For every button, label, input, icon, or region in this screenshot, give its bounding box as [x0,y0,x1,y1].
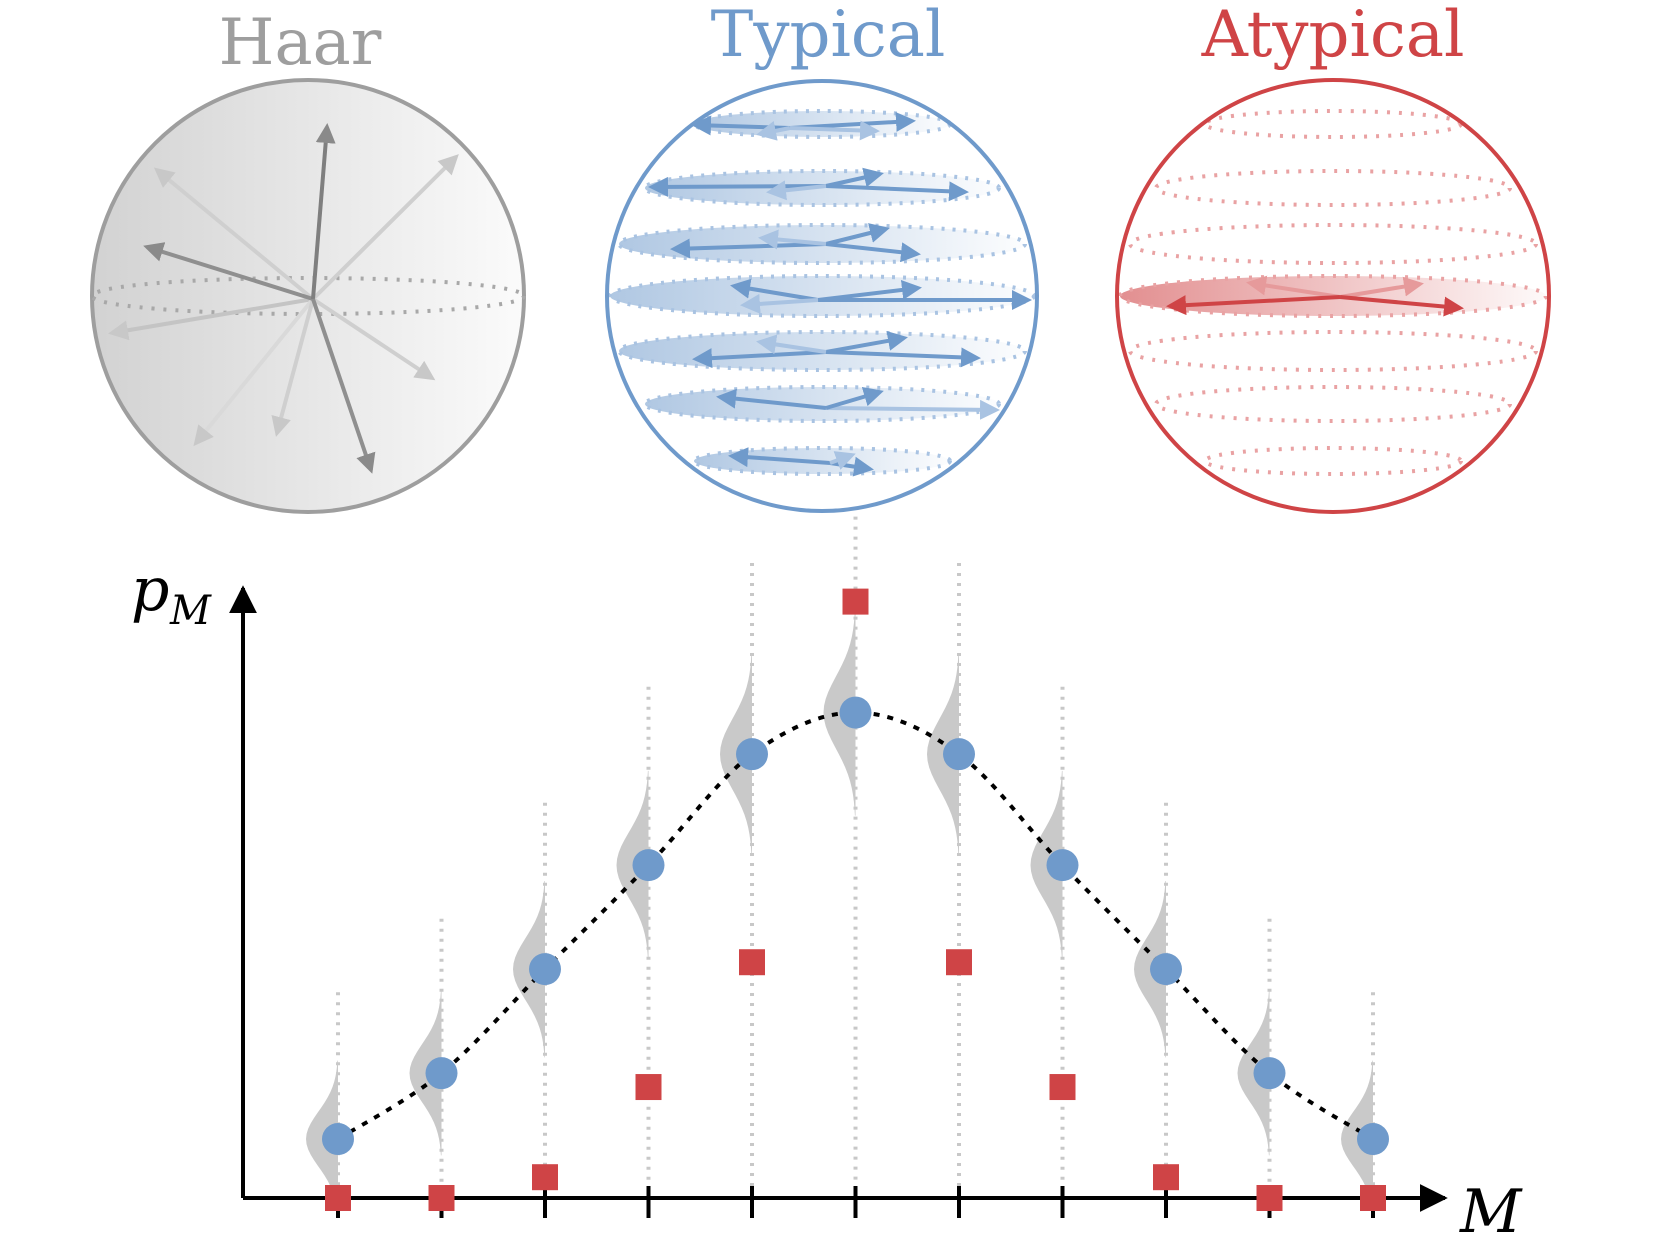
typical-point [632,849,665,882]
violins [306,609,1373,1218]
atypical-point [325,1185,351,1211]
typical-point [529,953,561,986]
typical-title: Typical [711,0,946,72]
typical-point [1046,849,1079,882]
typical-point [1150,953,1182,986]
typical-point [943,738,975,771]
typical-point [322,1123,354,1156]
atypical-vectors [1166,275,1464,317]
atypical-point [1153,1164,1179,1191]
haar-sphere [90,78,526,514]
x-ticks [336,1186,1375,1218]
haar-title: Haar [219,6,382,80]
x-axis-label: M [1459,1177,1523,1235]
atypical-point [946,949,972,976]
atypical-sphere [1115,78,1551,514]
atypical-point [739,949,765,976]
probability-chart: p M M [131,516,1523,1235]
fit-curve [336,710,1375,1141]
typical-vectors [648,111,1032,477]
haar-vectors [108,123,459,474]
atypical-points [325,588,1386,1211]
typical-point [425,1057,458,1090]
typical-point [1253,1057,1286,1090]
atypical-point [842,588,869,615]
atypical-title: Atypical [1201,0,1465,72]
typical-point [736,738,768,771]
atypical-point [1256,1185,1283,1211]
y-axis-label: p M [131,555,212,634]
typical-points [322,696,1389,1156]
atypical-point [635,1074,662,1101]
typical-sphere [605,79,1039,513]
y-axis-label-main: p [131,555,169,625]
atypical-point [1049,1074,1076,1101]
typical-point [839,696,872,729]
atypical-point [428,1185,455,1211]
y-axis-label-subscript: M [169,588,212,634]
atypical-point [532,1164,558,1191]
typical-point [1357,1123,1389,1156]
atypical-point [1360,1185,1386,1211]
